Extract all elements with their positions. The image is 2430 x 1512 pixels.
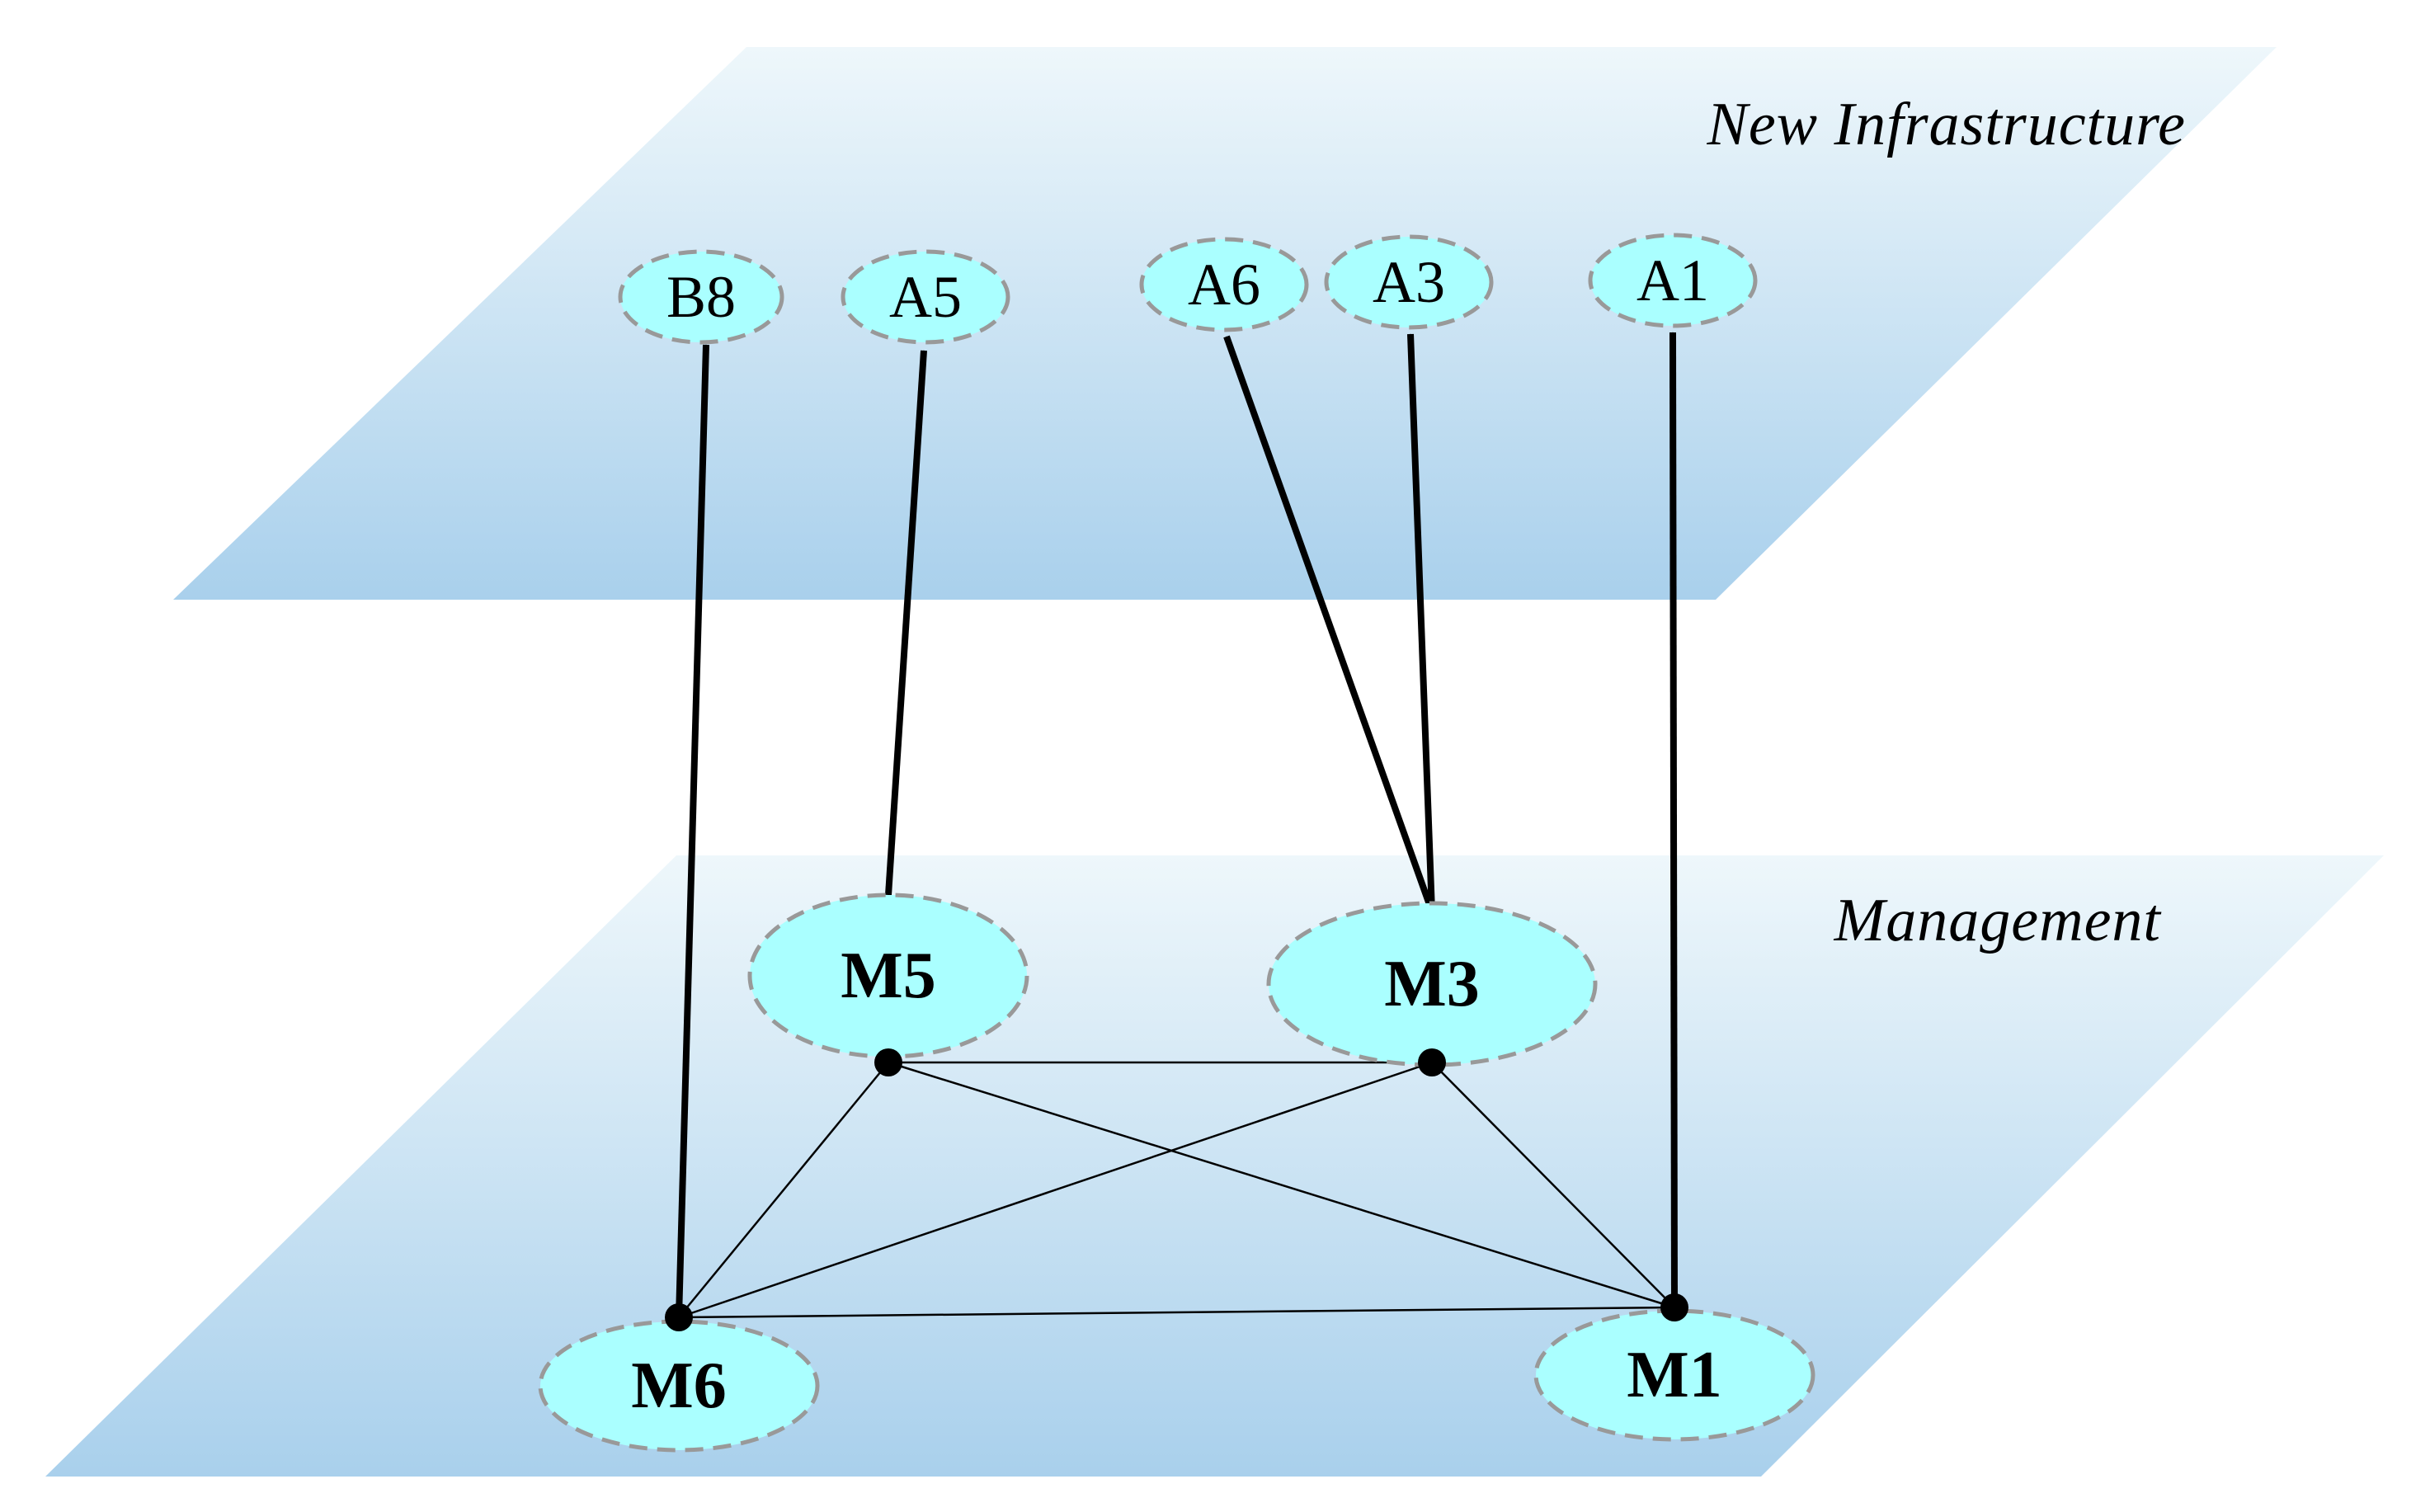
svg-text:M1: M1 bbox=[1627, 1339, 1722, 1411]
arrow-m5-a5 bbox=[885, 350, 927, 896]
node-a6: A6 bbox=[1139, 237, 1309, 332]
junction-dot-m6 bbox=[665, 1303, 693, 1331]
node-a1: A1 bbox=[1588, 233, 1758, 328]
node-m6: M6 bbox=[538, 1319, 820, 1453]
junction-dot-m1 bbox=[1660, 1293, 1688, 1321]
svg-text:M3: M3 bbox=[1384, 948, 1480, 1020]
node-a5: A5 bbox=[841, 249, 1010, 345]
arrow-m6-b8 bbox=[676, 344, 709, 1318]
node-b8: B8 bbox=[618, 249, 784, 345]
arrow-m3-a6 bbox=[1223, 335, 1435, 913]
link-m3-m1 bbox=[1431, 1062, 1675, 1308]
junction-dot-m3 bbox=[1418, 1048, 1446, 1076]
svg-text:A6: A6 bbox=[1188, 252, 1260, 318]
link-m5-m6 bbox=[678, 1062, 889, 1318]
svg-text:A1: A1 bbox=[1636, 247, 1709, 313]
svg-text:M6: M6 bbox=[631, 1349, 727, 1422]
plane-management bbox=[45, 855, 2384, 1477]
layer-title-management: Management bbox=[1834, 887, 2163, 954]
layer-title-new-infrastructure: New Infrastructure bbox=[1706, 91, 2186, 158]
link-m6-m1 bbox=[678, 1306, 1675, 1319]
node-m5: M5 bbox=[747, 893, 1029, 1059]
svg-text:M5: M5 bbox=[841, 940, 936, 1012]
svg-text:A5: A5 bbox=[889, 264, 962, 330]
node-a3: A3 bbox=[1324, 234, 1494, 330]
svg-text:A3: A3 bbox=[1373, 249, 1445, 315]
link-m5-m1 bbox=[888, 1061, 1675, 1309]
link-m3-m6 bbox=[678, 1061, 1433, 1319]
arrow-m1-a1 bbox=[1669, 332, 1678, 1308]
svg-text:B8: B8 bbox=[666, 264, 736, 330]
junction-dot-m5 bbox=[874, 1048, 902, 1076]
arrow-m3-a3 bbox=[1407, 333, 1435, 912]
node-m1: M1 bbox=[1533, 1308, 1815, 1442]
node-m3: M3 bbox=[1266, 901, 1598, 1067]
